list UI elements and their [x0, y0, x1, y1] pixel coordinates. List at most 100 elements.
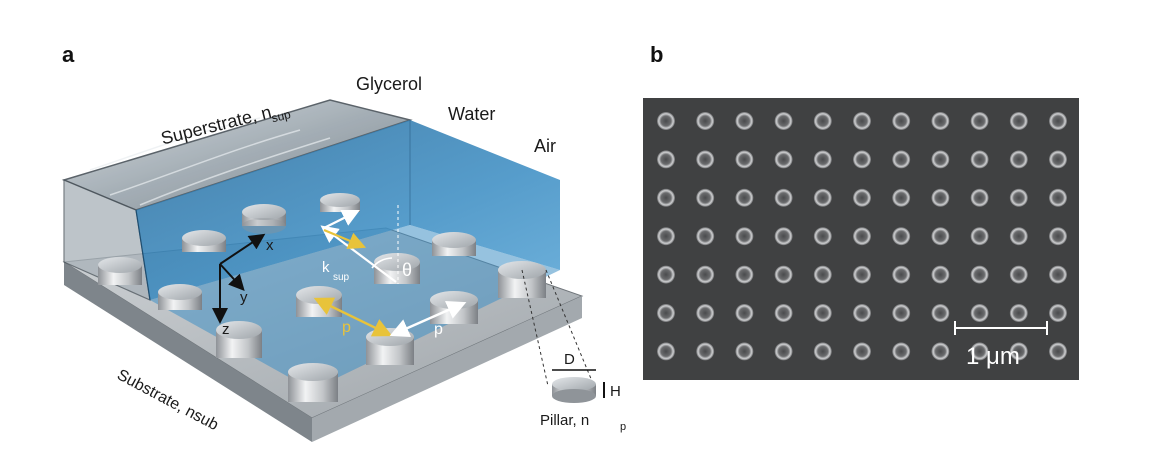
- sem-pillar: [813, 304, 832, 322]
- pillar: [432, 232, 476, 256]
- pillar: [242, 204, 286, 234]
- sem-pillar: [931, 342, 950, 361]
- scale-bar-label: 1 μm: [966, 343, 1020, 370]
- sem-pillar: [931, 304, 950, 322]
- sem-pillar: [696, 227, 715, 246]
- sem-pillar: [1049, 112, 1067, 130]
- sem-pillar: [696, 265, 715, 284]
- sem-pillar: [774, 265, 793, 284]
- sem-pillar: [657, 265, 675, 284]
- sem-pillar: [735, 304, 754, 322]
- period-label-white: p: [434, 321, 443, 338]
- sem-pillar: [813, 227, 832, 246]
- sem-pillar: [931, 265, 950, 284]
- sem-pillar: [1049, 265, 1067, 284]
- sem-pillar: [970, 342, 989, 361]
- sem-pillar: [1049, 188, 1067, 207]
- sem-pillar: [774, 112, 793, 130]
- panel-a: a: [61, 42, 626, 442]
- sem-pillar: [1049, 304, 1067, 322]
- pillar: [374, 253, 420, 284]
- sem-pillar: [970, 304, 989, 322]
- sem-pillar: [696, 304, 715, 322]
- sem-pillar: [735, 265, 754, 284]
- sem-pillar: [853, 342, 871, 361]
- theta-label: θ: [402, 260, 412, 280]
- sem-pillar-grid: [657, 112, 1067, 361]
- sem-pillar: [853, 227, 871, 246]
- sem-pillar: [853, 265, 871, 284]
- sem-pillar: [970, 188, 989, 207]
- sem-pillar: [813, 150, 832, 169]
- sem-pillar: [774, 188, 793, 207]
- sem-pillar: [892, 342, 911, 361]
- axis-x-label: x: [266, 237, 274, 254]
- period-arrows: p p: [313, 297, 467, 338]
- pillar: [182, 230, 226, 252]
- water-label: Water: [448, 104, 495, 124]
- substrate-label: Substrate, nsub: [114, 367, 221, 435]
- pillar: [98, 257, 142, 285]
- pillar: [158, 284, 202, 310]
- sem-pillar: [1009, 304, 1028, 322]
- sem-pillar: [892, 227, 911, 246]
- axis-y-label: y: [240, 289, 248, 306]
- panel-a-letter: a: [62, 42, 75, 67]
- panel-b: b 1 μm: [643, 42, 1079, 380]
- sem-pillar: [657, 227, 675, 246]
- sem-pillar: [735, 188, 754, 207]
- sem-pillar: [892, 304, 911, 322]
- sem-pillar: [970, 150, 989, 169]
- sem-pillar: [657, 150, 675, 169]
- pillar-label-subscript: p: [620, 421, 626, 433]
- sem-pillar: [657, 304, 675, 322]
- axis-z-label: z: [222, 321, 230, 338]
- sem-pillar: [735, 112, 754, 130]
- sem-pillar: [774, 304, 793, 322]
- sem-pillar: [774, 227, 793, 246]
- k-vector-label: k: [322, 259, 330, 276]
- pillar: [288, 363, 338, 402]
- sem-pillar: [853, 112, 871, 130]
- pillar: [216, 321, 262, 358]
- sem-pillar: [813, 188, 832, 207]
- sem-pillar: [853, 150, 871, 169]
- sem-pillar: [970, 265, 989, 284]
- pillar-label: Pillar, n: [540, 412, 589, 429]
- sem-pillar: [892, 188, 911, 207]
- sem-pillar: [892, 265, 911, 284]
- sem-pillar: [735, 227, 754, 246]
- sem-pillar: [970, 227, 989, 246]
- pillar: [320, 193, 360, 212]
- sem-pillar: [657, 188, 675, 207]
- sem-pillar: [696, 150, 715, 169]
- sem-pillar: [1049, 227, 1067, 246]
- pillar: [498, 261, 546, 298]
- sem-pillar: [813, 112, 832, 130]
- sem-pillar: [1009, 112, 1028, 130]
- sem-pillar: [931, 188, 950, 207]
- sem-pillar: [892, 150, 911, 169]
- pillar-inset: D H Pillar, n p: [521, 269, 626, 433]
- coordinate-axes: x y z: [212, 233, 274, 338]
- sem-pillar: [813, 342, 832, 361]
- sem-pillar: [1009, 265, 1028, 284]
- sem-pillar: [774, 150, 793, 169]
- air-label: Air: [534, 136, 556, 156]
- sem-pillar: [853, 188, 871, 207]
- scale-bar: 1 μm: [954, 321, 1048, 370]
- sem-pillar: [853, 304, 871, 322]
- sem-pillar: [813, 265, 832, 284]
- sem-pillar: [735, 342, 754, 361]
- pillar-height-label: H: [610, 383, 621, 400]
- sem-pillar: [892, 112, 911, 130]
- panel-b-letter: b: [650, 42, 663, 67]
- sem-pillar: [696, 188, 715, 207]
- sem-pillar: [1009, 342, 1028, 361]
- sem-pillar: [735, 150, 754, 169]
- sem-pillar: [657, 112, 675, 130]
- pillar-diameter-label: D: [564, 351, 575, 368]
- sem-pillar: [696, 112, 715, 130]
- sem-pillar: [931, 227, 950, 246]
